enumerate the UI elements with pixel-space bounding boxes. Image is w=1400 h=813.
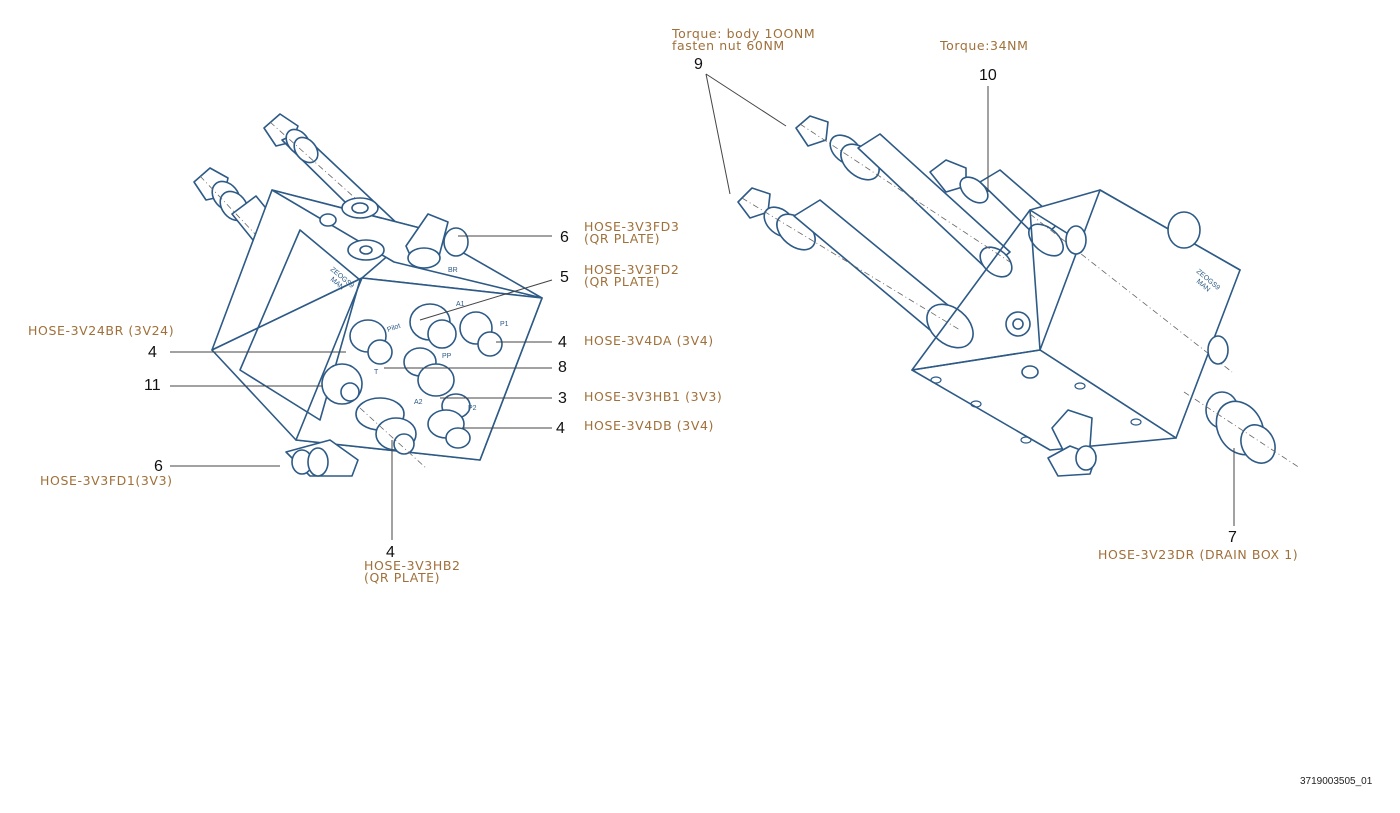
callout-label: HOSE-3V4DB (3V4) bbox=[584, 418, 714, 433]
port-label-a2: A2 bbox=[414, 399, 423, 406]
callout-label: HOSE-3V3FD1(3V3) bbox=[40, 473, 173, 488]
right-valve-block: ZEOGS9 MAN bbox=[911, 189, 1241, 477]
left-valve-assembly: Pilot A1 P1 PP T A2 P2 BR ZEOGS9 MAN bbox=[193, 113, 543, 477]
callout-number: 7 bbox=[1228, 529, 1237, 546]
callout-label: HOSE-3V23DR (DRAIN BOX 1) bbox=[1098, 547, 1298, 562]
callout-label: HOSE-3V3FD2 bbox=[584, 262, 679, 277]
right-callouts: Torque: body 1OONM fasten nut 60NM Torqu… bbox=[671, 26, 1298, 562]
left-front-ports bbox=[285, 303, 503, 477]
callout-label: (QR PLATE) bbox=[584, 231, 660, 246]
torque-note-body: fasten nut 60NM bbox=[672, 38, 785, 53]
callout-number: 4 bbox=[558, 334, 567, 351]
port-label-br: BR bbox=[448, 267, 458, 274]
callout-number: 5 bbox=[560, 269, 569, 286]
callout-label: (QR PLATE) bbox=[584, 274, 660, 289]
callout-label: (QR PLATE) bbox=[364, 570, 440, 585]
callout-label: HOSE-3V24BR (3V24) bbox=[28, 323, 174, 338]
right-valve-assembly: ZEOGS9 MAN bbox=[737, 115, 1301, 477]
port-label-p1: P1 bbox=[500, 321, 509, 328]
right-cartridge-upper bbox=[795, 115, 1013, 278]
callout-label: HOSE-3V3HB2 bbox=[364, 558, 461, 573]
callout-number: 10 bbox=[979, 67, 997, 84]
callout-number: 8 bbox=[558, 359, 567, 376]
torque-note-body: Torque: body 1OONM bbox=[671, 26, 815, 41]
callout-label: HOSE-3V3HB1 (3V3) bbox=[584, 389, 722, 404]
document-id: 3719003505_01 bbox=[1300, 776, 1373, 787]
callout-number: 4 bbox=[386, 544, 395, 561]
port-label-pp: PP bbox=[442, 353, 452, 360]
callout-number: 11 bbox=[144, 377, 161, 394]
right-leader-lines bbox=[705, 73, 1235, 526]
left-leader-lines bbox=[170, 235, 553, 540]
left-callouts: 6 HOSE-3V3FD3 (QR PLATE) 5 HOSE-3V3FD2 (… bbox=[28, 219, 722, 585]
callout-number: 4 bbox=[556, 420, 565, 437]
right-cartridge-lower bbox=[737, 187, 974, 349]
callout-number: 6 bbox=[560, 229, 569, 246]
port-label-t: T bbox=[374, 369, 379, 376]
callout-number: 3 bbox=[558, 390, 567, 407]
callout-number: 6 bbox=[154, 458, 163, 475]
port-label-a1: A1 bbox=[456, 301, 465, 308]
port-label-p2: P2 bbox=[468, 405, 477, 412]
callout-number: 9 bbox=[694, 56, 703, 73]
callout-label: HOSE-3V3FD3 bbox=[584, 219, 679, 234]
torque-note-short: Torque:34NM bbox=[939, 38, 1028, 53]
left-port-markings: Pilot A1 P1 PP T A2 P2 BR ZEOGS9 MAN bbox=[329, 266, 509, 412]
callout-number: 4 bbox=[148, 344, 157, 361]
right-cartridge-short bbox=[929, 159, 1064, 257]
left-top-fittings bbox=[319, 197, 469, 269]
port-label-pilot: Pilot bbox=[386, 323, 401, 334]
right-drain-fitting bbox=[1183, 391, 1301, 469]
callout-label: HOSE-3V4DA (3V4) bbox=[584, 333, 714, 348]
